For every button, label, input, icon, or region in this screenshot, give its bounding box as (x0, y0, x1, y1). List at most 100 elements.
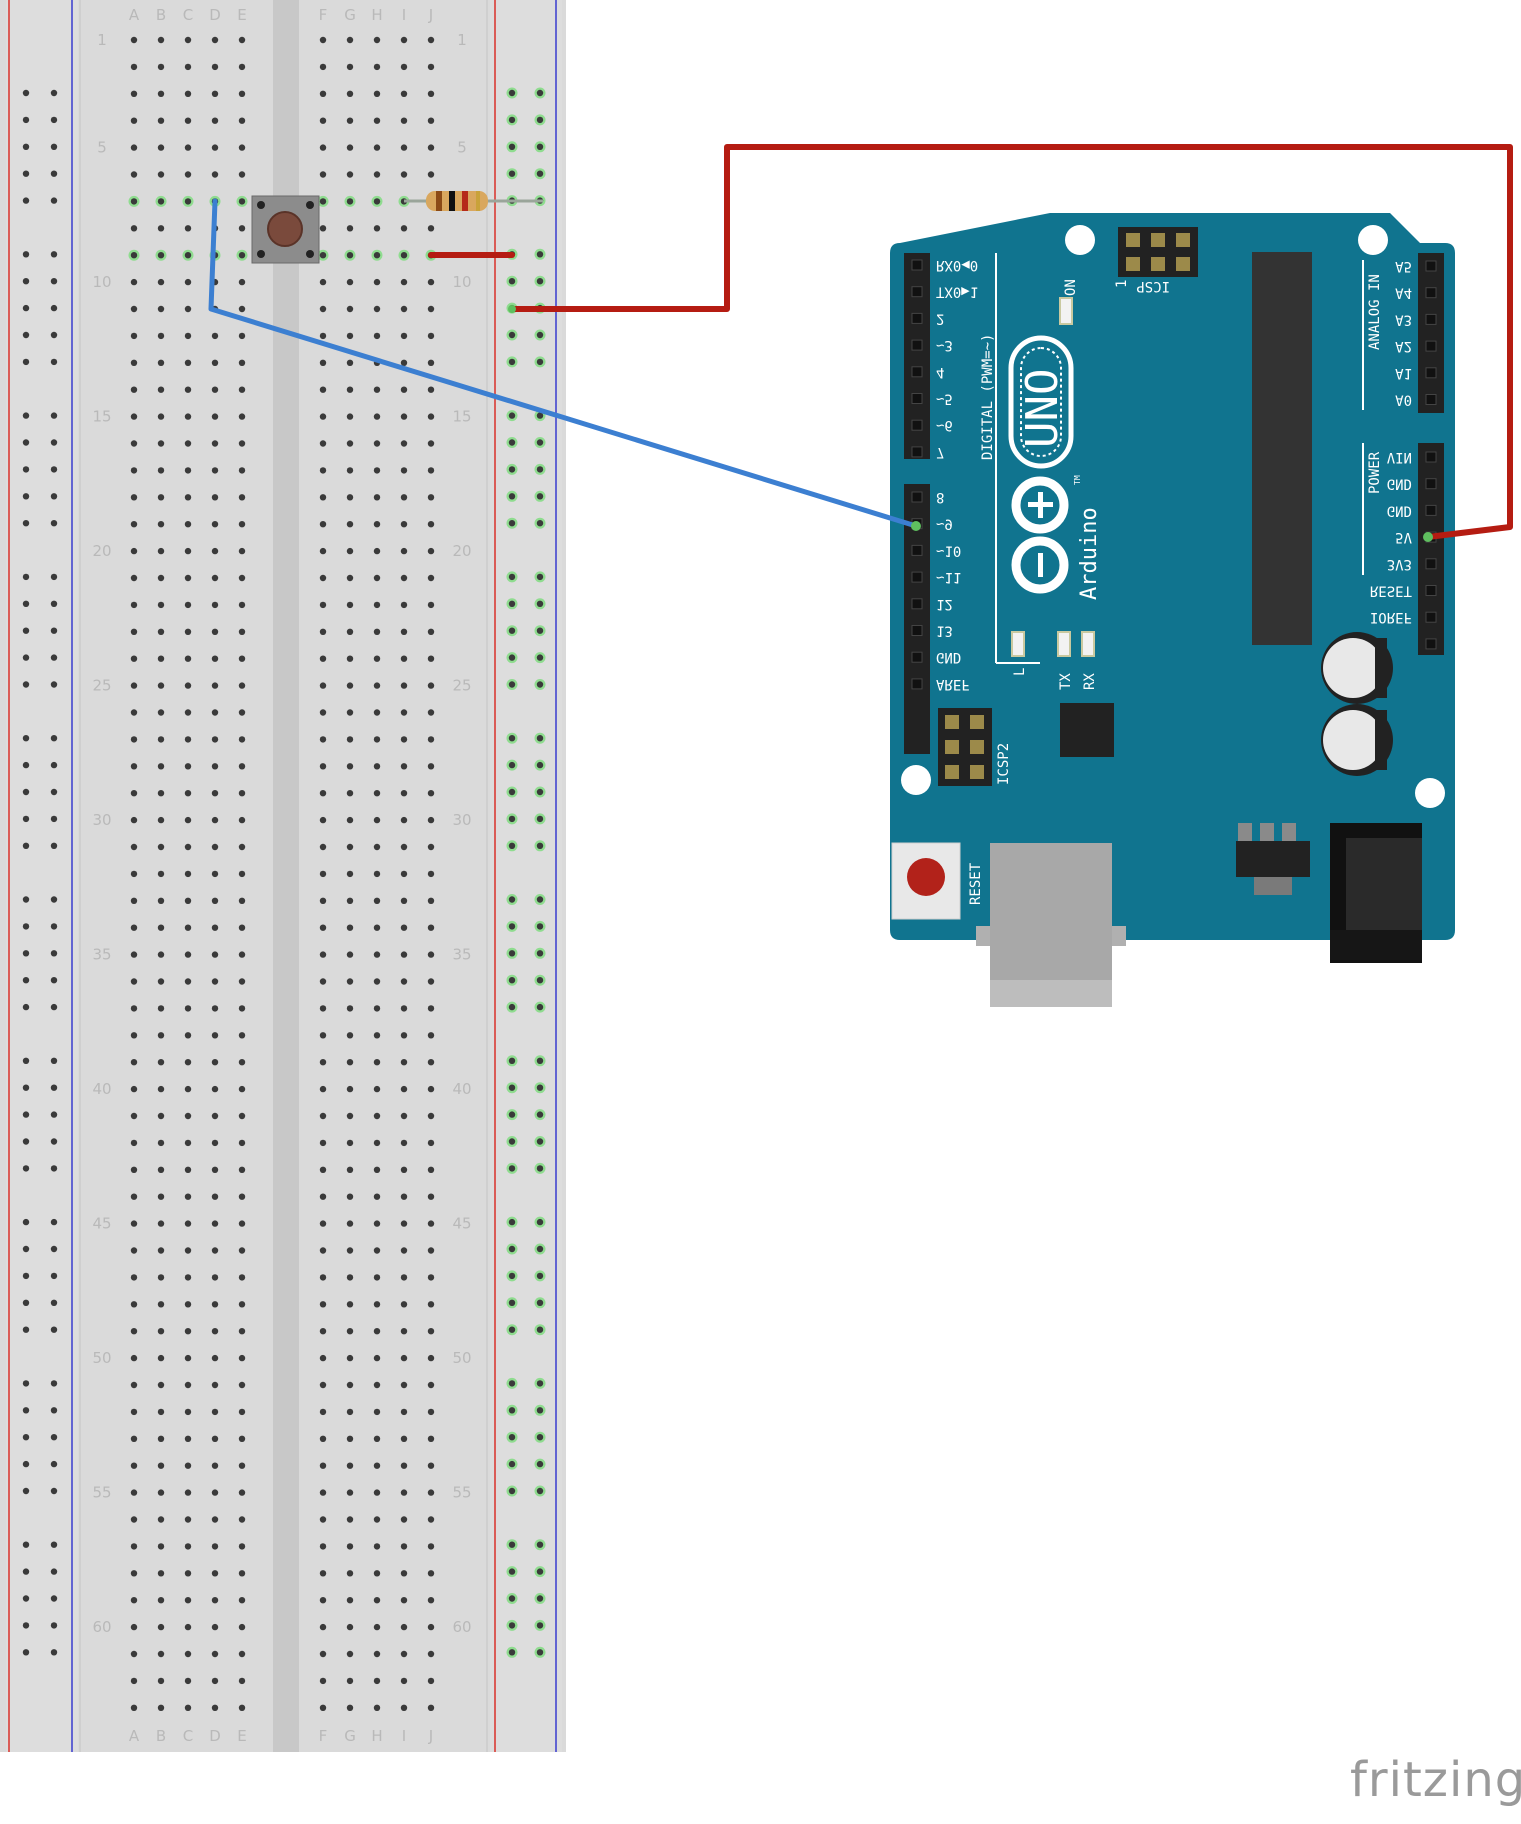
breadboard-hole (346, 413, 354, 420)
breadboard-hole (373, 305, 381, 313)
digital-pin-label: ~6 (936, 417, 953, 433)
breadboard-hole (319, 1704, 327, 1712)
breadboard-hole (130, 897, 138, 904)
header-pin (911, 678, 923, 690)
breadboard-hole (157, 547, 165, 555)
header-pin (911, 491, 923, 503)
breadboard-hole (319, 655, 327, 662)
column-label: B (156, 6, 166, 24)
breadboard-hole (427, 1247, 435, 1254)
rail-hole (50, 681, 58, 688)
breadboard-hole (184, 1274, 192, 1281)
breadboard-hole (346, 117, 354, 124)
breadboard-hole (211, 63, 219, 71)
breadboard-hole (184, 386, 192, 393)
trademark-text: TM (1073, 475, 1082, 485)
breadboard-hole (157, 655, 165, 662)
breadboard-hole (427, 547, 435, 555)
breadboard-hole (319, 63, 327, 71)
breadboard-hole (319, 1597, 327, 1604)
breadboard-hole (400, 252, 408, 259)
breadboard-hole (184, 1059, 192, 1066)
analog-pin-label: A3 (1395, 311, 1412, 327)
breadboard-hole (346, 709, 354, 716)
breadboard-hole (400, 171, 408, 178)
breadboard-hole (319, 951, 327, 958)
breadboard-hole (346, 978, 354, 985)
voltage-regulator (1236, 823, 1310, 895)
breadboard-hole (400, 521, 408, 528)
wire-endpoint (508, 305, 516, 313)
rail-hole (508, 815, 516, 823)
rail-hole (22, 1568, 30, 1575)
breadboard-hole (157, 117, 165, 124)
header-pin (1425, 611, 1437, 623)
rail-hole (508, 896, 516, 903)
breadboard-hole (373, 843, 381, 851)
row-label: 15 (92, 408, 111, 426)
breadboard-hole (157, 790, 165, 797)
analog-pin-label: A4 (1395, 285, 1412, 301)
rail-hole (22, 977, 30, 984)
rail-hole (508, 735, 516, 742)
rail-hole (50, 600, 58, 607)
rail-hole (536, 1218, 544, 1226)
row-label: 1 (97, 31, 107, 49)
breadboard-hole (130, 1301, 138, 1308)
breadboard-hole (427, 1435, 435, 1443)
breadboard-hole (427, 655, 435, 662)
rail-hole (22, 1460, 30, 1468)
breadboard-hole (130, 978, 138, 985)
breadboard-hole (400, 547, 408, 555)
breadboard-hole (373, 278, 381, 286)
breadboard-hole (238, 1704, 246, 1712)
breadboard-hole (157, 1139, 165, 1147)
breadboard-hole (184, 1354, 192, 1362)
breadboard-hole (346, 1650, 354, 1658)
breadboard-hole (319, 1623, 327, 1631)
breadboard-hole (346, 1597, 354, 1604)
breadboard-hole (184, 252, 192, 259)
breadboard-hole (130, 843, 138, 851)
breadboard-hole (157, 1623, 165, 1631)
breadboard-hole (346, 1139, 354, 1147)
rail-hole (536, 761, 544, 769)
breadboard-hole (130, 521, 138, 528)
rail-hole (536, 815, 544, 823)
pushbutton[interactable] (251, 195, 320, 264)
breadboard-hole (427, 305, 435, 313)
breadboard-hole (238, 1166, 246, 1174)
reset-button-label: RESET (968, 862, 984, 905)
breadboard-hole (184, 1381, 192, 1389)
breadboard-hole (211, 574, 219, 582)
rail-hole (508, 358, 516, 366)
breadboard-hole (157, 359, 165, 366)
rail-hole (50, 116, 58, 124)
resistor (404, 191, 543, 211)
breadboard-hole (400, 816, 408, 824)
rail-hole (536, 278, 544, 285)
rail-hole (536, 735, 544, 742)
reset-button[interactable] (891, 842, 961, 920)
breadboard-hole (238, 1301, 246, 1308)
breadboard-hole (319, 790, 327, 797)
rail-hole (536, 1003, 544, 1011)
breadboard-hole (238, 790, 246, 797)
header-pin (1425, 394, 1437, 405)
breadboard-hole (184, 655, 192, 662)
rail-hole (536, 1165, 544, 1172)
breadboard-hole (373, 951, 381, 958)
rail-hole (536, 493, 544, 500)
breadboard-hole (184, 171, 192, 178)
rail-hole (50, 761, 58, 769)
breadboard-hole (400, 359, 408, 366)
breadboard-hole (400, 1381, 408, 1389)
breadboard-hole (157, 1381, 165, 1389)
breadboard-hole (346, 359, 354, 366)
breadboard-hole (373, 1570, 381, 1577)
rail-hole (536, 1084, 544, 1091)
breadboard-hole (373, 1704, 381, 1712)
breadboard-hole (184, 1408, 192, 1416)
breadboard-hole (130, 144, 138, 151)
